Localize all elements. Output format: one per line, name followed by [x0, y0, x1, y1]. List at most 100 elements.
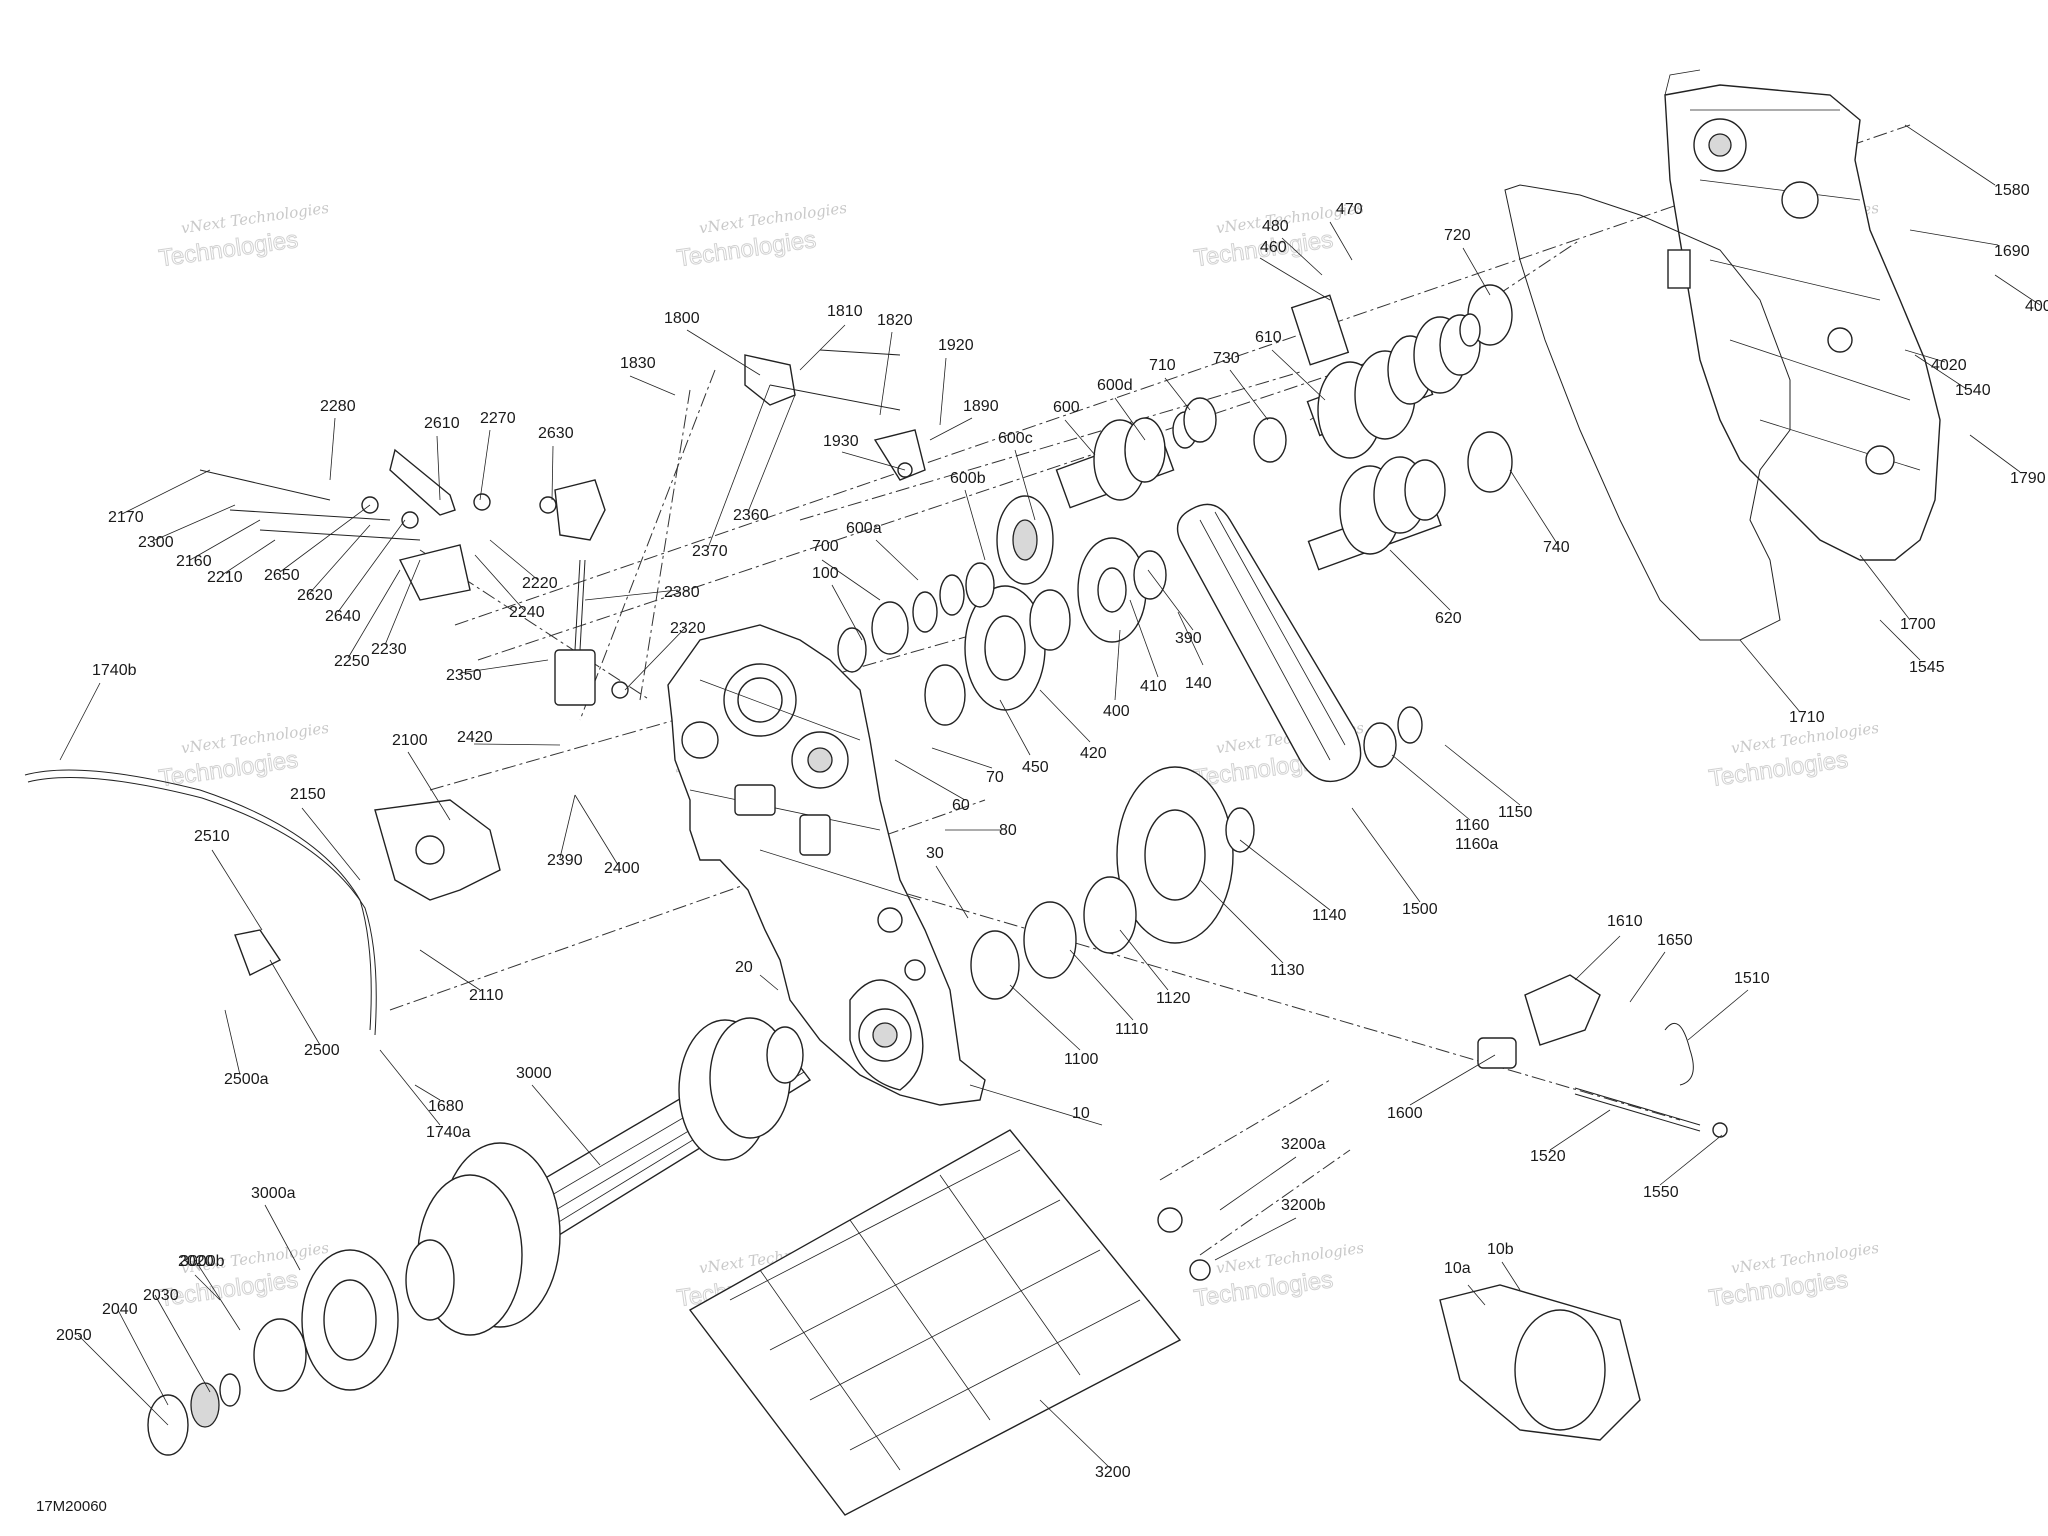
leader-line: [1199, 879, 1284, 964]
lower-gears: [970, 706, 1423, 1000]
callout-1150: 1150: [1498, 804, 1533, 821]
leader-line: [1391, 754, 1471, 821]
leader-line: [337, 519, 406, 613]
leader-line: [1659, 1134, 1723, 1186]
leader-line: [379, 1049, 441, 1126]
leader-line: [436, 435, 441, 501]
callout-600d: 600d: [1097, 377, 1133, 394]
callout-30: 30: [926, 845, 944, 862]
drive-axle: [147, 1017, 812, 1456]
callout-2040: 2040: [102, 1301, 138, 1318]
leader-line: [329, 417, 336, 481]
callout-10b: 10b: [1487, 1241, 1514, 1258]
leader-line: [1219, 1156, 1297, 1211]
leader-line: [154, 1294, 211, 1393]
leader-line: [1904, 349, 1946, 363]
callout-1650: 1650: [1657, 932, 1693, 949]
shift-linkage: [24, 349, 926, 1036]
leader-line: [929, 417, 973, 441]
leader-line: [479, 429, 491, 501]
callout-3200b: 3200b: [1281, 1197, 1326, 1214]
callout-2650: 2650: [264, 567, 300, 584]
callout-1600: 1600: [1387, 1105, 1423, 1122]
leader-line: [686, 329, 761, 376]
leader-line: [935, 865, 969, 919]
cover-gasket: [1504, 184, 1791, 641]
leader-line: [1501, 1261, 1521, 1291]
assembly-axes: [389, 124, 1911, 1256]
callout-20: 20: [735, 959, 753, 976]
leader-line: [1239, 839, 1331, 911]
leader-line: [1994, 274, 2041, 306]
leader-line: [624, 627, 686, 691]
callout-2150: 2150: [290, 786, 326, 803]
callout-600b: 600b: [950, 470, 986, 487]
callout-2350: 2350: [446, 667, 482, 684]
leader-line: [799, 324, 846, 371]
callout-2370: 2370: [692, 543, 728, 560]
callout-1500: 1500: [1402, 901, 1438, 918]
callout-2020: 2020: [178, 1253, 214, 1270]
callout-2320: 2320: [670, 620, 706, 637]
callout-2160: 2160: [176, 553, 212, 570]
callout-4020: 4020: [1931, 357, 1967, 374]
leader-line: [1914, 354, 1966, 389]
callout-470: 470: [1336, 201, 1363, 218]
callout-610: 610: [1255, 329, 1282, 346]
callout-620: 620: [1435, 610, 1462, 627]
callout-1710: 1710: [1789, 709, 1825, 726]
callout-450: 450: [1022, 759, 1049, 776]
leader-line: [879, 331, 893, 416]
callout-2500: 2500: [304, 1042, 340, 1059]
callout-1740a: 1740a: [426, 1124, 471, 1141]
leader-line: [264, 1204, 301, 1271]
leader-line: [1114, 629, 1121, 701]
leader-line: [419, 949, 481, 991]
leader-line: [347, 569, 401, 659]
callout-3000a: 3000a: [251, 1185, 296, 1202]
callout-1920: 1920: [938, 337, 974, 354]
callout-600a: 600a: [846, 520, 882, 537]
callout-60: 60: [952, 797, 970, 814]
callout-1790: 1790: [2010, 470, 2046, 487]
leader-line: [574, 794, 619, 866]
callout-1545: 1545: [1909, 659, 1945, 676]
callout-1100: 1100: [1064, 1051, 1099, 1068]
leader-line: [407, 751, 451, 821]
callout-2400: 2400: [604, 860, 640, 877]
leader-line: [279, 504, 371, 573]
leader-line: [414, 1084, 441, 1101]
callout-2280: 2280: [320, 398, 356, 415]
leader-line: [875, 539, 919, 581]
watermark-text: Technologies: [1707, 1266, 1850, 1312]
callout-3200a: 3200a: [1281, 1136, 1326, 1153]
leader-line: [931, 747, 993, 769]
leader-line: [1064, 419, 1096, 456]
callout-1160: 1160: [1455, 817, 1490, 834]
callout-2270: 2270: [480, 410, 516, 427]
callout-600c: 600c: [998, 430, 1033, 447]
callout-400: 400: [1103, 703, 1130, 720]
callout-1110: 1110: [1115, 1021, 1148, 1038]
leader-line: [551, 445, 554, 501]
leader-line: [473, 743, 561, 746]
leader-line: [1409, 1054, 1496, 1106]
leader-line: [1229, 369, 1269, 421]
callout-1890: 1890: [963, 398, 999, 415]
leader-line: [1574, 935, 1621, 981]
leader-lines: [59, 124, 2041, 1469]
leader-line: [194, 1274, 221, 1301]
leader-line: [211, 849, 263, 931]
leader-line: [584, 589, 679, 601]
leader-line: [1509, 469, 1559, 546]
callout-4000: 4000: [2025, 298, 2048, 315]
leader-line: [1389, 549, 1451, 611]
leader-line: [154, 504, 236, 541]
callout-1550: 1550: [1643, 1184, 1679, 1201]
callout-2360: 2360: [733, 507, 769, 524]
callout-2380: 2380: [664, 584, 700, 601]
callout-1140: 1140: [1312, 907, 1347, 924]
callout-1740b: 1740b: [92, 662, 137, 679]
leader-line: [939, 357, 947, 426]
